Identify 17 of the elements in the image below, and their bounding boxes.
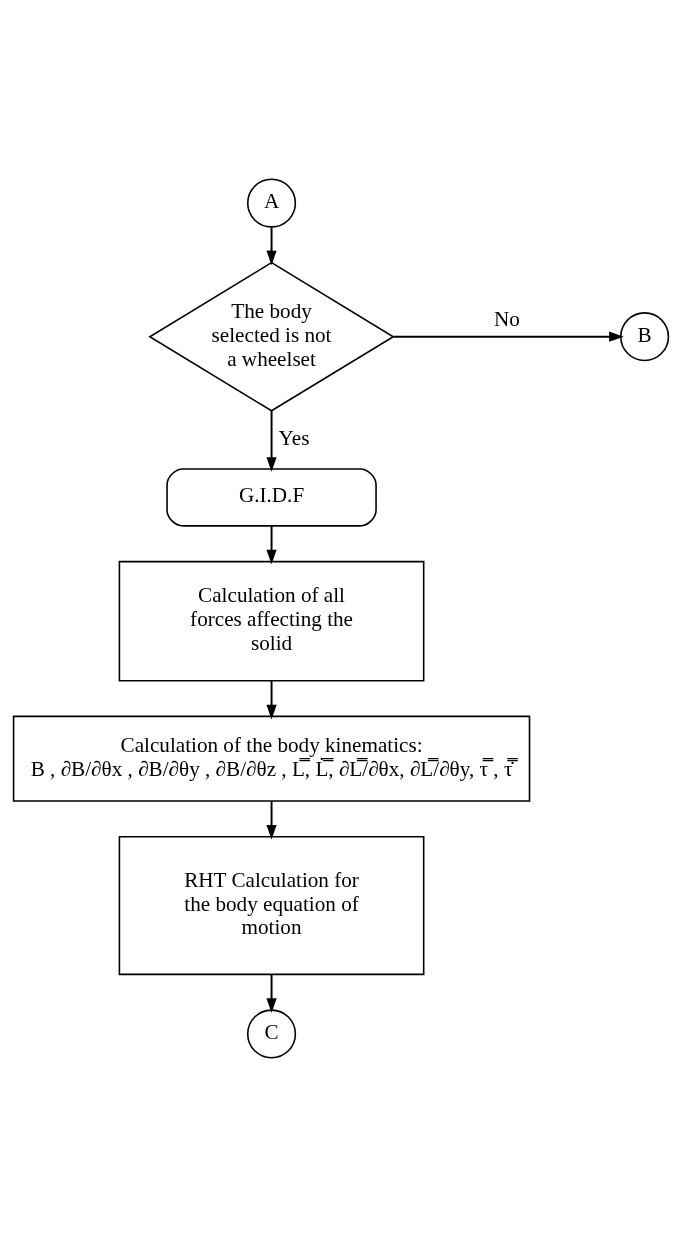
arrow bbox=[266, 800, 277, 840]
node-circle: C bbox=[246, 1009, 297, 1059]
arrow bbox=[266, 679, 277, 720]
arrow bbox=[266, 525, 277, 565]
arrow bbox=[266, 226, 277, 266]
edge-label: Yes bbox=[278, 425, 310, 450]
node-box: Calculation of the body kinematics: B , ∂B/∂θx , ∂B/∂θy , ∂B/∂θz , L̿, L̿̇, ∂L̿/∂θx, ∂L̿/∂θy, τ̿ , τ̿̇ bbox=[12, 715, 531, 802]
node-box: Calculation of all forces affecting the solid bbox=[118, 560, 425, 682]
node-diamond: The body selected is not a wheelset bbox=[148, 261, 395, 412]
arrow bbox=[266, 410, 277, 472]
node-circle: B bbox=[620, 312, 670, 362]
edge-label: No bbox=[494, 306, 520, 331]
arrow bbox=[266, 973, 277, 1013]
node-box: RHT Calculation for the body equation of motion bbox=[118, 836, 425, 976]
arrow bbox=[392, 331, 624, 342]
node-box: G.I.D.F bbox=[166, 468, 377, 527]
node-circle: A bbox=[246, 178, 297, 228]
